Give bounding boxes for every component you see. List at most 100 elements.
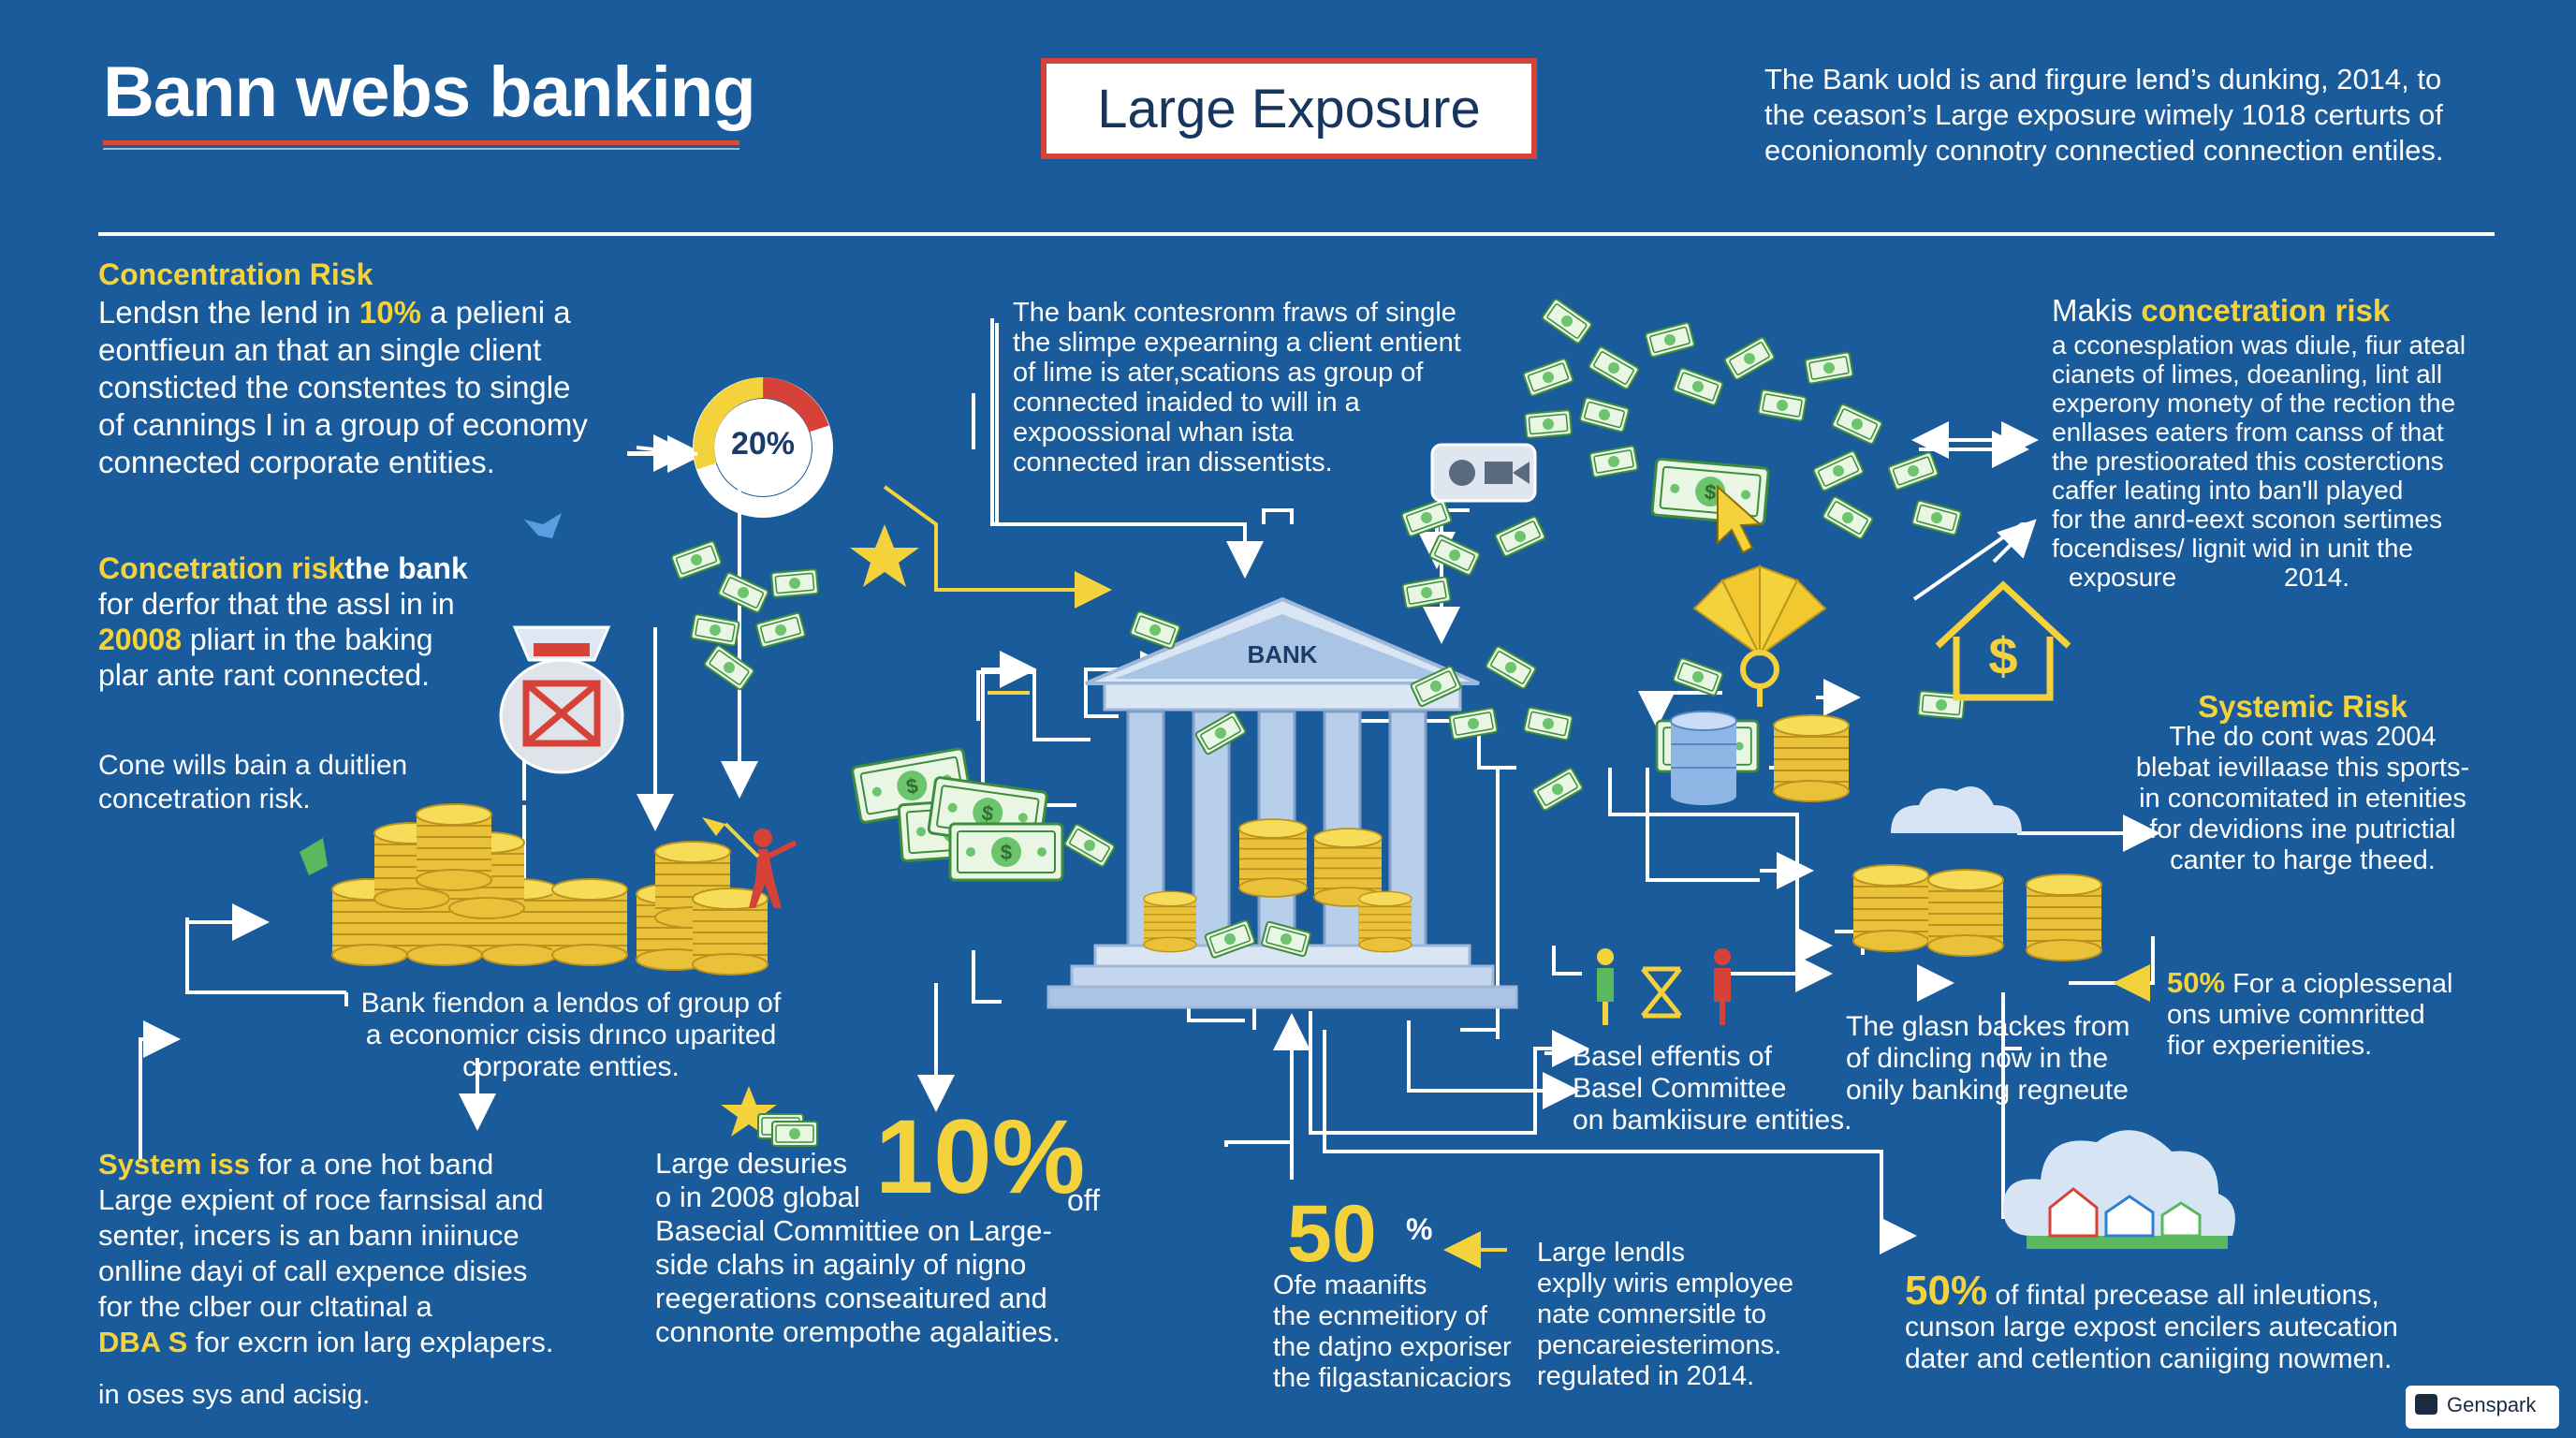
- header-divider: [98, 232, 2495, 236]
- glasn-line: of dincling now in the: [1846, 1043, 2109, 1074]
- glasn-line: onily banking regneute: [1846, 1075, 2129, 1106]
- cr2-line: for derfor that the assI in in: [98, 587, 455, 621]
- basel-line: Basel Committee: [1573, 1073, 1787, 1104]
- fifty-pct-a-line: ons umive comnritted: [2167, 1000, 2425, 1030]
- systemic-line: in concomitated in etenities: [2139, 784, 2466, 814]
- system-line: Large expient of roce farnsisal and: [98, 1183, 544, 1216]
- cr-line: eontfieun an that an single client: [98, 332, 542, 367]
- cr-line: consticted the constentes to single: [98, 370, 571, 404]
- bank-note-line: The bank contesronm fraws of single: [1013, 298, 1456, 328]
- fifty-pct-a-line: For a cioplessenal: [2232, 969, 2453, 999]
- genspark-icon: [2415, 1394, 2437, 1415]
- ofe-line: Ofe maanifts: [1273, 1270, 1427, 1300]
- cr2-line: pliart in the baking: [181, 623, 433, 656]
- coins-caption: Bank fiendon a lendos of group of a econ…: [328, 988, 814, 1083]
- systemic-line: blebat ievillaase this sports-: [2135, 753, 2470, 783]
- systemic-risk-heading: Systemic Risk: [2198, 689, 2408, 724]
- svg-text:$: $: [1988, 626, 2017, 685]
- fifty-pct-b-line: dater and cetlention caniiging nowmen.: [1905, 1343, 2393, 1374]
- system-line: senter, incers is an bann iniinuce: [98, 1219, 520, 1252]
- page-title: Bann webs banking: [103, 52, 756, 132]
- large-exposure-badge: Large Exposure: [1097, 78, 1481, 139]
- basel-block: Basel effentis of Basel Committee on bam…: [1573, 1041, 1910, 1137]
- title-underline: [103, 140, 739, 145]
- genspark-badge[interactable]: Genspark: [2406, 1386, 2559, 1429]
- cr-pct-10: 10%: [359, 295, 421, 330]
- fifty-pct-a-value: 50%: [2167, 966, 2226, 999]
- makis-line: enllases eaters from canss of that: [2052, 418, 2444, 447]
- makis-line: 2014.: [2284, 563, 2350, 592]
- makis-line: caffer leating into ban'll played: [2052, 476, 2404, 505]
- donut-label: 20%: [730, 426, 796, 462]
- cone-line: Cone wills bain a duitlien: [98, 750, 408, 781]
- concentration-risk-block: Concentration Risk Lendsn the lend in 10…: [98, 258, 660, 481]
- systemic-risk-block: Systemic Risk The do cont was 2004 bleba…: [2106, 691, 2499, 876]
- database-stacks: [1670, 711, 1850, 805]
- cr-line: a pelieni a: [420, 295, 571, 330]
- fifty-pct-b-line: cunson large expost encilers autecation: [1905, 1312, 2398, 1343]
- ld-line: o in 2008 global: [655, 1181, 860, 1213]
- title-underline-secondary: [103, 148, 739, 150]
- coins-caption-line: a economicr cisis drınco uparited: [365, 1020, 777, 1050]
- ld-line: Basecial Committiee on Large-: [655, 1214, 1052, 1247]
- system-block: System iss for a one hot band Large expi…: [98, 1147, 622, 1413]
- cr2-heading: Concetration risk: [98, 551, 345, 585]
- glasn-block: The glasn backes from of dincling now in…: [1846, 1011, 2155, 1107]
- system-line: onlline dayi of call expence disies: [98, 1255, 528, 1287]
- ld-line: reegerations conseaitured and: [655, 1282, 1047, 1314]
- intro-line: the ceason’s Large exposure wimely 1018 …: [1764, 98, 2443, 131]
- large-desuries-block: Large desuries o in 2008 global Basecial…: [655, 1147, 1105, 1349]
- concentration-risk-heading: Concentration Risk: [98, 257, 373, 291]
- ld-line: Large desuries: [655, 1147, 848, 1180]
- fifty-pct-b-value: 50%: [1905, 1268, 1988, 1313]
- ll-line: nate comnersitle to: [1537, 1299, 1767, 1329]
- fan-graphic: [1692, 565, 1827, 707]
- camera-icon: [1430, 443, 1537, 503]
- glasn-line: The glasn backes from: [1846, 1011, 2130, 1042]
- large-lendls-block: Large lendls explly wiris employee nate …: [1537, 1238, 1874, 1392]
- makis-line: cianets of limes, doeanling, lint all: [2052, 360, 2443, 389]
- cloud-houses-graphic: [2003, 1130, 2235, 1249]
- fifty-pct-b-block: 50% of fintal precease all inleutions, c…: [1905, 1270, 2504, 1375]
- bank-note-line: the slimpe expearning a client entient: [1013, 328, 1461, 358]
- makis-line: exposure: [2069, 563, 2177, 592]
- house-dollar-icon: $: [1935, 580, 2071, 701]
- bank-note-line: of lime is ater,scations as group of: [1013, 358, 1424, 388]
- systemic-line: for devidions ine putrictial: [2149, 814, 2456, 844]
- bank-note-line: connected iran dissentists.: [1013, 448, 1333, 477]
- bank-label: BANK: [1247, 640, 1318, 668]
- makis-line: experony monety of the rection the: [2052, 389, 2456, 418]
- person-flag-graphic: [702, 817, 798, 908]
- fifty-pct-b-line: of fintal precease all inleutions,: [1995, 1280, 2379, 1311]
- fifty-pct-a-block: 50% For a cioplessenal ons umive comnrit…: [2167, 967, 2523, 1062]
- systemic-line: The do cont was 2004: [2169, 722, 2437, 752]
- system-dbas-tail: for excrn ion larg explapers.: [187, 1326, 554, 1358]
- concentration-risk-2-block: Concetration riskthe bank for derfor tha…: [98, 550, 510, 693]
- coins-caption-line: corporate entties.: [462, 1051, 680, 1082]
- money-bag-graphic: [499, 625, 624, 774]
- ld-line: connonte orempothe agalaities.: [655, 1315, 1061, 1348]
- makis-block: Makis concetration risk a cconesplation …: [2052, 293, 2520, 592]
- makis-line: focendises/ lignit wid in unit the: [2052, 534, 2413, 563]
- makis-lead: Makis: [2052, 293, 2142, 328]
- ofe-line: the filgastanicaciors: [1273, 1363, 1512, 1393]
- system-dbas: DBA S: [98, 1326, 188, 1358]
- big-pct-50: 50: [1287, 1189, 1377, 1279]
- makis-line: the prestioorated this costerctions: [2052, 447, 2444, 476]
- cr-line: connected corporate entities.: [98, 445, 495, 479]
- ll-line: regulated in 2014.: [1537, 1361, 1755, 1391]
- system-line: for the clber our cltatinal a: [98, 1290, 432, 1323]
- ll-line: Large lendls: [1537, 1238, 1685, 1268]
- makis-heading: concetration risk: [2141, 293, 2391, 328]
- system-heading-tail: for a one hot band: [250, 1148, 494, 1181]
- intro-paragraph: The Bank uold is and firgure lend’s dunk…: [1764, 62, 2504, 169]
- system-heading: System iss: [98, 1148, 250, 1181]
- cone-line: concetration risk.: [98, 784, 311, 814]
- cr2-year: 20008: [98, 623, 182, 656]
- big-pct-10: 10%: [875, 1098, 1086, 1215]
- ofe-block: Ofe maanifts the ecnmeitiory of the datj…: [1273, 1270, 1554, 1394]
- intro-line: The Bank uold is and firgure lend’s dunk…: [1764, 63, 2442, 95]
- systemic-line: canter to harge theed.: [2170, 845, 2436, 875]
- basel-line: Basel effentis of: [1573, 1041, 1772, 1072]
